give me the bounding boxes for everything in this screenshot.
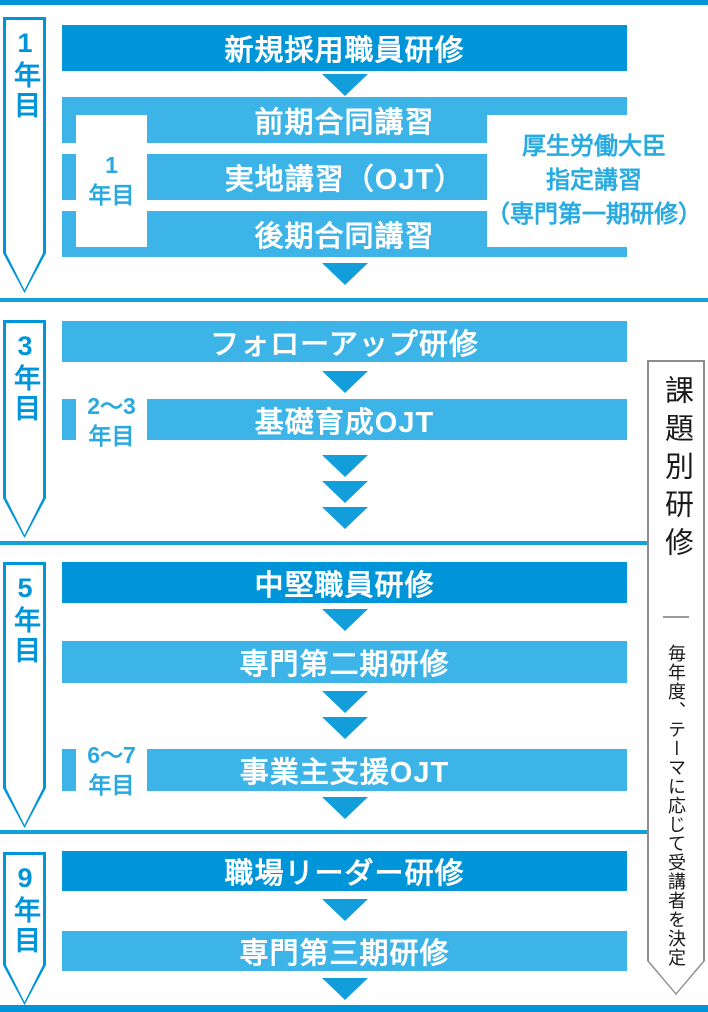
marker-arrow-fill (6, 20, 43, 290)
note-line1: 厚生労働大臣 (522, 132, 666, 160)
ministry-note-box: 厚生労働大臣 指定講習 （専門第一期研修） (486, 115, 702, 247)
marker-arrow-fill (6, 565, 43, 825)
down-arrow-icon (322, 717, 368, 739)
year-marker-arrow-9: 9年目 (3, 852, 46, 1005)
top-border-strip (0, 0, 708, 5)
year-marker-arrow-5: 5年目 (3, 562, 46, 828)
stage-bar-workplace-leader-training: 職場リーダー研修 (62, 851, 627, 891)
ribbon-fill (649, 362, 703, 993)
stage-bar-label: フォローアップ研修 (210, 328, 479, 361)
year-tag-line1: 6〜7 (87, 742, 136, 769)
stage-bar-specialist-2nd-term: 専門第二期研修 (62, 641, 627, 683)
down-arrow-icon (322, 797, 368, 819)
stage-bar-label: 新規採用職員研修 (224, 35, 465, 67)
year-marker-arrow-3: 3年目 (3, 320, 46, 538)
year-marker-label: 5年目 (10, 573, 40, 666)
stage-bar-label: 後期合同講習 (254, 221, 435, 253)
year-tag-line1: 1 (105, 152, 118, 179)
note-line2: 指定講習 (546, 166, 642, 194)
year-marker-label: 3年目 (10, 331, 40, 424)
year-marker-label: 1年目 (10, 28, 40, 121)
down-arrow-icon (322, 263, 368, 285)
section-divider (0, 541, 647, 545)
down-arrow-icon (322, 455, 368, 477)
year-tag-line1: 2〜3 (87, 393, 136, 420)
year-tag-year2-3: 2〜3 年目 (76, 387, 147, 457)
down-arrow-icon (322, 481, 368, 503)
stage-bar-specialist-3rd-term: 専門第三期研修 (62, 931, 627, 971)
stage-bar-label: 実地講習（OJT） (224, 164, 465, 196)
down-arrow-icon (322, 74, 368, 96)
year-marker-arrow-1: 1年目 (3, 17, 46, 293)
section-divider (0, 830, 647, 834)
down-arrow-icon (322, 507, 368, 529)
stage-bar-new-employee-training: 新規採用職員研修 (62, 25, 627, 71)
down-arrow-icon (322, 691, 368, 713)
note-line3: （専門第一期研修） (486, 201, 702, 229)
year-tag-line2: 年目 (88, 182, 135, 208)
year-tag-line2: 年目 (88, 772, 135, 798)
stage-bar-label: 事業主支援OJT (239, 757, 450, 789)
stage-bar-mid-level-training: 中堅職員研修 (62, 562, 627, 603)
year-marker-label: 9年目 (10, 863, 40, 956)
bottom-border-strip (0, 1005, 708, 1012)
ribbon-description: 毎年度、テーマに応じて受講者を決定 (666, 644, 686, 967)
ribbon-divider (663, 616, 689, 618)
year-tag-line2: 年目 (88, 423, 135, 449)
year-tag-year1: 1 年目 (76, 115, 147, 247)
stage-bar-label: 基礎育成OJT (254, 406, 435, 439)
down-arrow-icon (322, 899, 368, 921)
stage-bar-label: 職場リーダー研修 (224, 858, 465, 890)
stage-bar-label: 専門第二期研修 (239, 649, 450, 681)
year-tag-year6-7: 6〜7 年目 (76, 735, 147, 807)
stage-bar-basic-development-ojt: 基礎育成OJT (62, 399, 627, 440)
section-divider (0, 298, 708, 302)
ribbon-title: 課題別研修 (660, 375, 693, 565)
stage-bar-label: 中堅職員研修 (254, 569, 435, 602)
stage-bar-follow-up-training: フォローアップ研修 (62, 321, 627, 362)
down-arrow-icon (322, 371, 368, 393)
down-arrow-icon (322, 978, 368, 1000)
stage-bar-label: 専門第三期研修 (239, 938, 450, 970)
topic-training-ribbon: 課題別研修 毎年度、テーマに応じて受講者を決定 (647, 360, 705, 995)
stage-bar-employer-support-ojt: 事業主支援OJT (62, 749, 627, 791)
stage-bar-label: 前期合同講習 (254, 107, 435, 139)
marker-arrow-fill (6, 323, 43, 535)
stage-bar-late-joint-course: 後期合同講習 (62, 211, 627, 257)
down-arrow-icon (322, 609, 368, 631)
